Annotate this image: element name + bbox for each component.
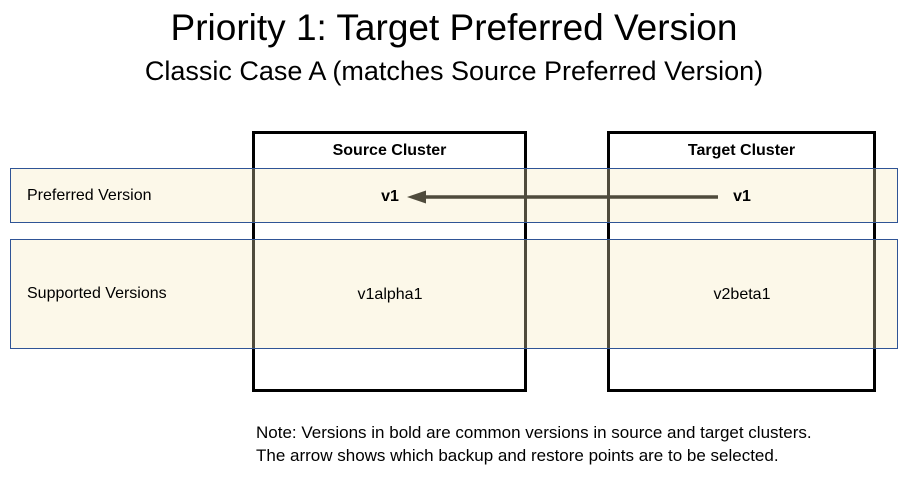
source-supported-versions-value: v1alpha1 (357, 286, 423, 303)
target-supported-versions-value: v2beta1 (713, 286, 771, 303)
page-title: Priority 1: Target Preferred Version (170, 7, 738, 48)
note-line-1: Note: Versions in bold are common versio… (256, 423, 812, 442)
preferred-version-band: Preferred Version (10, 168, 898, 223)
source-cluster-header: Source Cluster (332, 142, 447, 159)
note-line-2: The arrow shows which backup and restore… (256, 446, 779, 465)
left-arrow-icon (407, 190, 718, 204)
target-preferred-version-value: v1 (733, 188, 751, 205)
target-cluster-header: Target Cluster (687, 142, 796, 159)
source-preferred-version-value: v1 (381, 188, 399, 205)
source-cluster-box: Source Cluster (252, 131, 527, 392)
page-subtitle: Classic Case A (matches Source Preferred… (144, 56, 764, 86)
target-cluster-box: Target Cluster (607, 131, 876, 392)
supported-versions-label: Supported Versions (27, 285, 167, 302)
preferred-version-label: Preferred Version (27, 186, 152, 204)
supported-versions-band: Supported Versions (10, 239, 898, 349)
note-text: Note: Versions in bold are common versio… (256, 421, 812, 467)
